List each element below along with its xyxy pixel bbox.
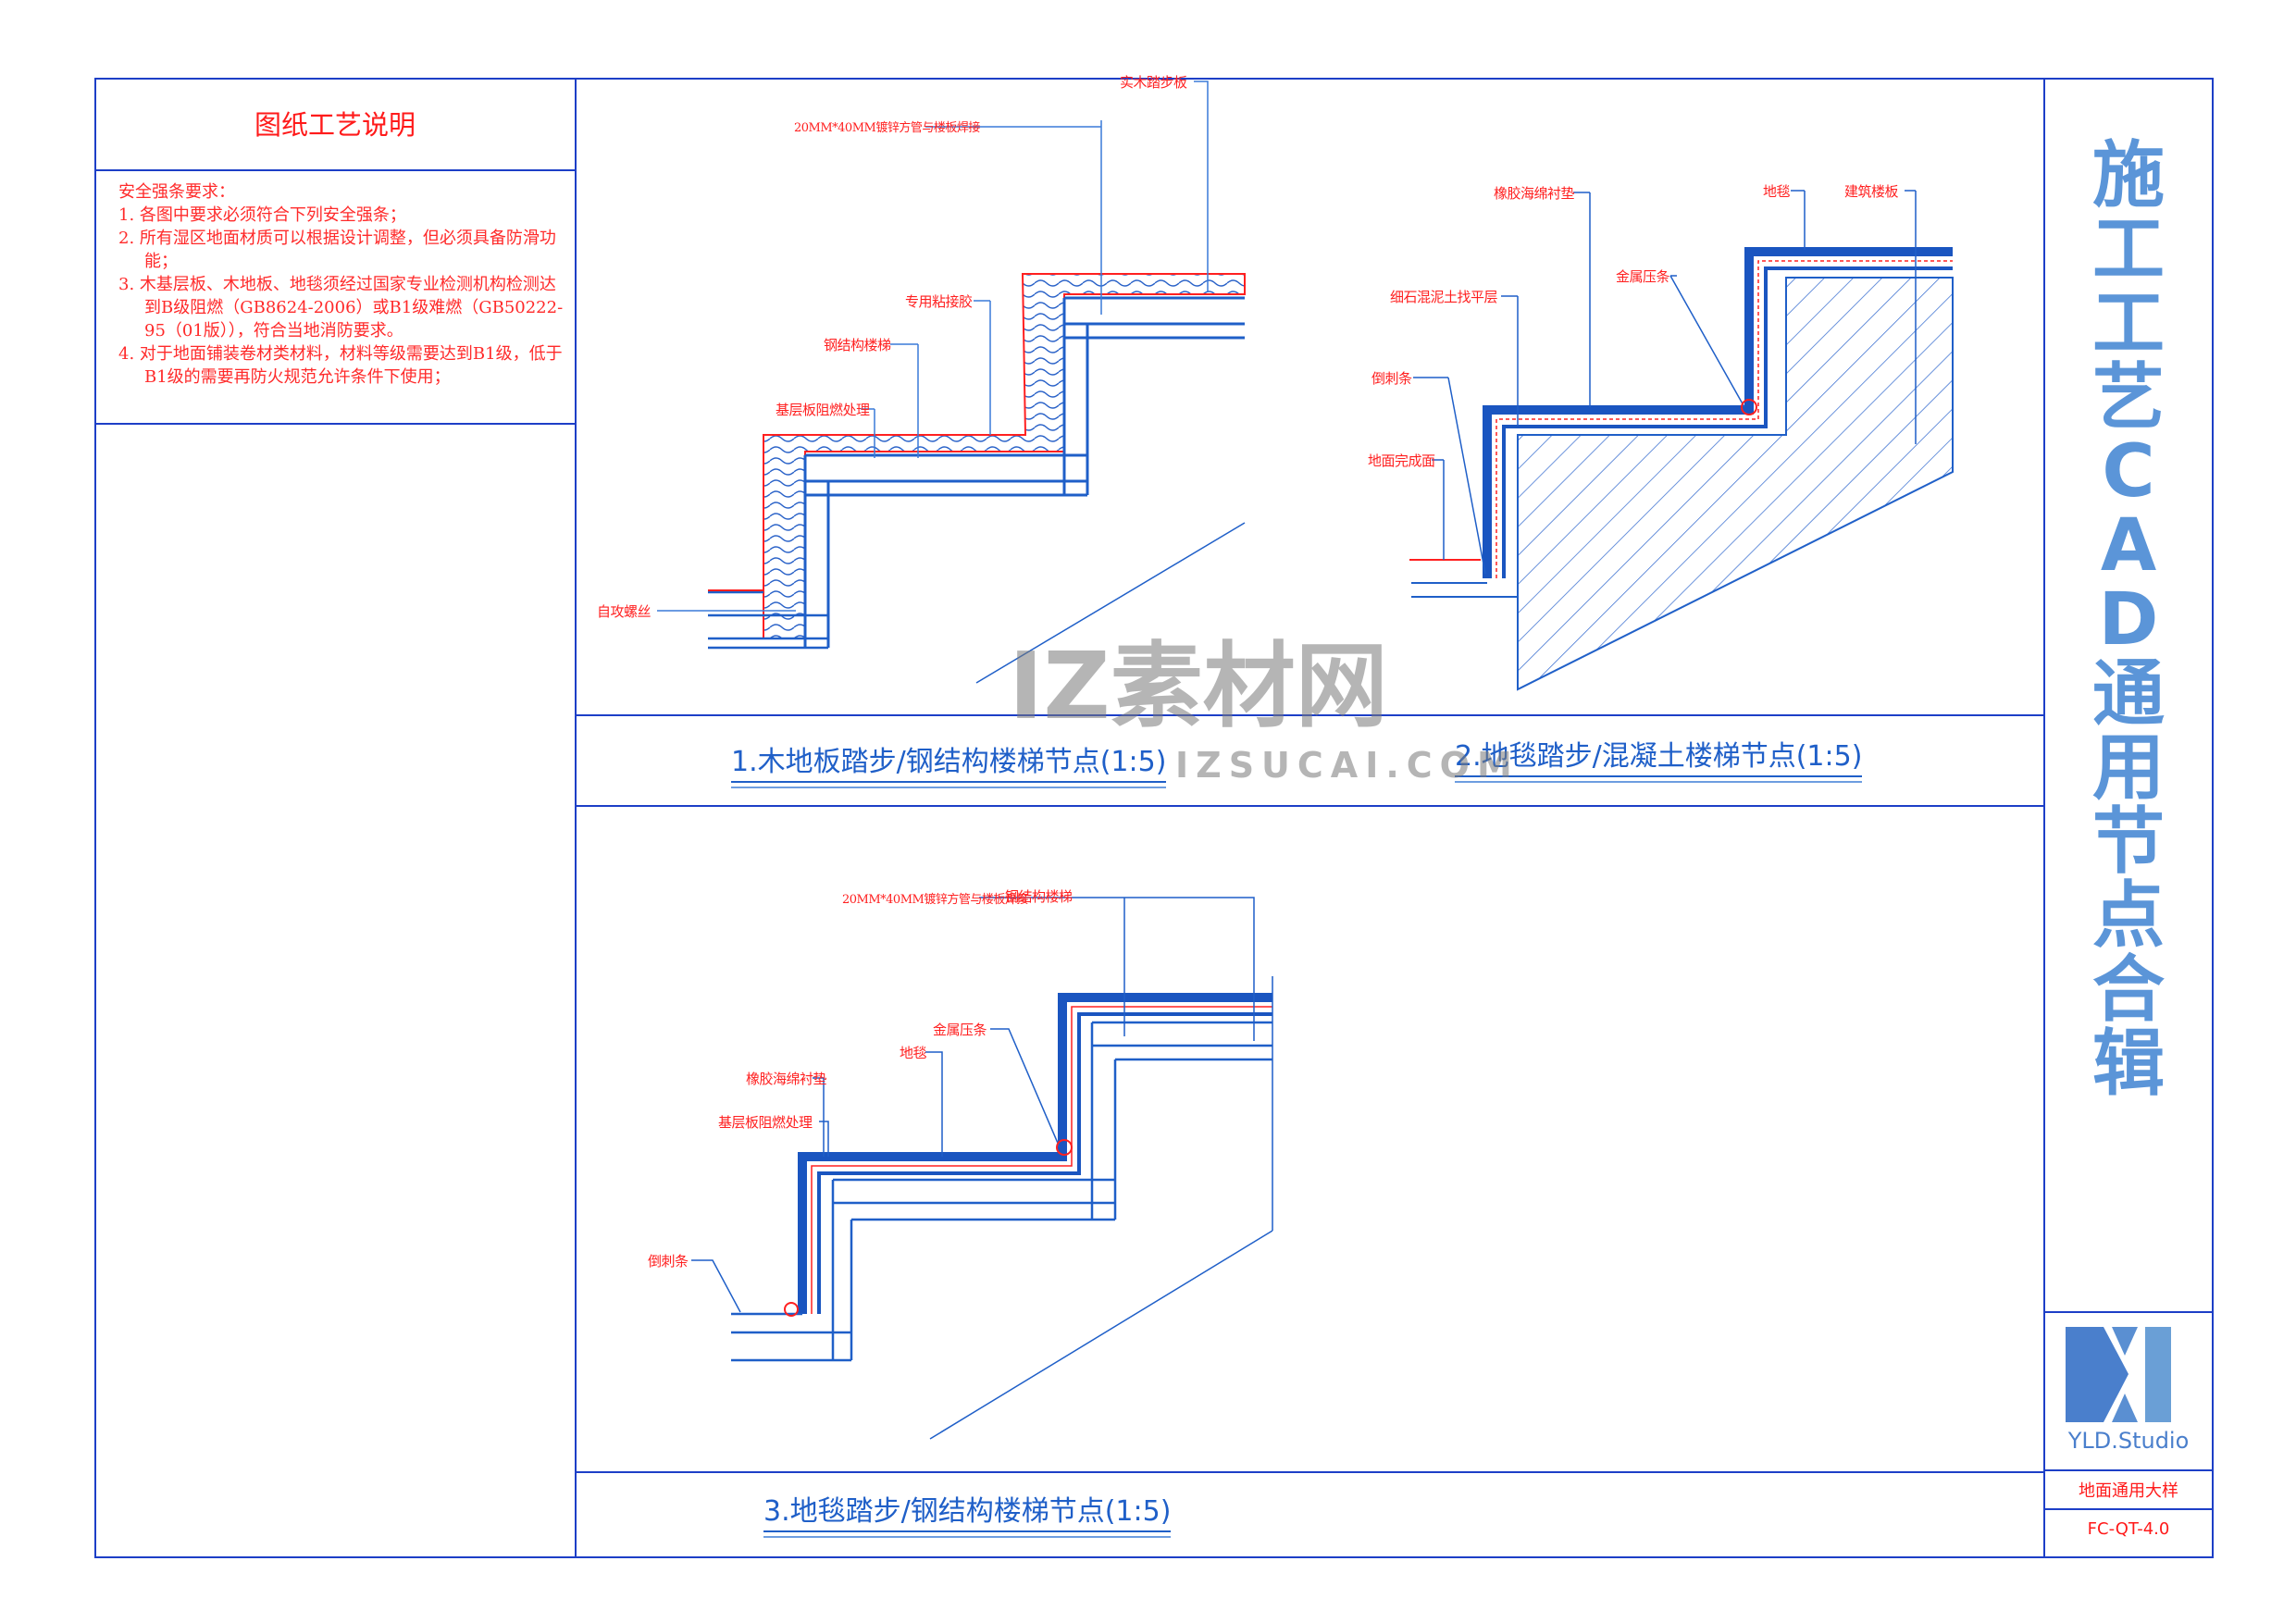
watermark-main: IZ素材网 [1009, 632, 1388, 740]
detail-1-wood-steel-stair [657, 81, 1246, 684]
label-steel-stair: 钢结构楼梯 [824, 337, 891, 353]
divider-row1 [575, 714, 2044, 716]
caption-detail-1: 1.木地板踏步/钢结构楼梯节点(1:5) [731, 738, 1167, 788]
label-tapping-screw: 自攻螺丝 [597, 603, 652, 620]
divider-number [2043, 1508, 2214, 1510]
notes-title: 图纸工艺说明 [254, 109, 416, 141]
divider-notes-title [94, 169, 576, 171]
label-fireproof-base: 基层板阻燃处理 [776, 402, 870, 418]
label-gripper-strip: 倒刺条 [648, 1253, 689, 1270]
label-galvanized-tube: 20MM*40MM镀锌方管与楼板焊接 [842, 893, 1028, 907]
divider-logo-top [2043, 1311, 2214, 1313]
divider-notes-bottom [94, 423, 576, 425]
yld-studio-logo [2066, 1327, 2171, 1422]
watermark-sub: IZSUCAI.COM [1175, 745, 1520, 786]
note-item: 2. 所有湿区地面材质可以根据设计调整，但必须具备防滑功能； [118, 229, 556, 271]
drawing-name: 地面通用大样 [2079, 1481, 2178, 1501]
label-rubber-pad: 橡胶海绵衬垫 [1494, 185, 1575, 202]
label-gripper-strip: 倒刺条 [1371, 370, 1412, 387]
note-item: 4. 对于地面铺装卷材类材料，材料等级需要达到B1级，低于B1级的需要再防火规范… [118, 344, 563, 387]
divider-title-block [2043, 78, 2045, 1558]
label-steel-stair: 钢结构楼梯 [1005, 888, 1073, 905]
label-finished-floor: 地面完成面 [1368, 452, 1435, 469]
note-item: 1. 各图中要求必须符合下列安全强条； [118, 205, 406, 225]
label-metal-strip: 金属压条 [1616, 268, 1670, 285]
divider-left-panel [575, 78, 577, 1558]
vertical-title: 施工工艺CAD通用节点合辑 [2091, 134, 2165, 1106]
notes-content: 安全强条要求： 1. 各图中要求必须符合下列安全强条； 2. 所有湿区地面材质可… [118, 180, 572, 389]
label-metal-strip: 金属压条 [933, 1022, 987, 1038]
detail-3-carpet-steel-stair [691, 897, 1273, 1440]
label-solid-wood-tread: 实木踏步板 [1120, 74, 1187, 91]
note-item: 3. 木基层板、木地板、地毯须经过国家专业检测机构检测达到B级阻燃（GB8624… [118, 275, 564, 341]
drawing-frame [94, 78, 2214, 1558]
divider-row1-caption [575, 805, 2044, 807]
notes-heading: 安全强条要求： [118, 182, 235, 202]
label-floor-slab: 建筑楼板 [1844, 183, 1899, 200]
label-fireproof-base: 基层板阻燃处理 [718, 1114, 813, 1131]
caption-detail-2: 2.地毯踏步/混凝土楼梯节点(1:5) [1455, 733, 1863, 783]
label-adhesive: 专用粘接胶 [905, 293, 973, 310]
label-galvanized-tube: 20MM*40MM镀锌方管与楼板焊接 [794, 121, 980, 135]
label-screed-layer: 细石混泥土找平层 [1390, 289, 1498, 305]
label-rubber-pad: 橡胶海绵衬垫 [746, 1071, 827, 1087]
detail-2-carpet-concrete-stair [1409, 190, 1954, 691]
caption-detail-3: 3.地毯踏步/钢结构楼梯节点(1:5) [763, 1488, 1172, 1538]
logo-text: YLD.Studio [2067, 1428, 2190, 1454]
label-carpet: 地毯 [1763, 183, 1791, 200]
drawing-number: FC-QT-4.0 [2087, 1519, 2170, 1539]
divider-row2-caption [575, 1471, 2044, 1473]
label-carpet: 地毯 [900, 1045, 927, 1061]
divider-logo-bottom [2043, 1469, 2214, 1471]
